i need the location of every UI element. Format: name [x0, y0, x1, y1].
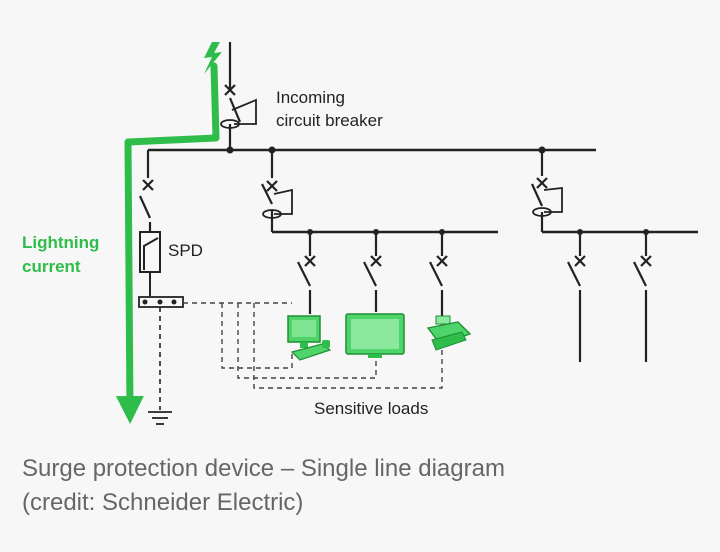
- incoming-breaker-trip-unit: [220, 98, 257, 129]
- incoming-breaker-label-line2: circuit breaker: [276, 111, 383, 130]
- right-feeder: [530, 150, 548, 232]
- middle-feeder: [261, 150, 278, 232]
- single-line-diagram: Incoming circuit breaker Lightning curre…: [22, 42, 698, 425]
- sensitive-loads-label: Sensitive loads: [314, 399, 428, 418]
- ground-icon: [148, 411, 172, 425]
- bonding-conductors: [183, 302, 443, 389]
- incoming-breaker-label-line1: Incoming: [276, 88, 345, 107]
- right-outgoing-2: [633, 232, 652, 362]
- lightning-bolt-icon: [204, 42, 222, 74]
- incoming-feeder: [224, 42, 242, 150]
- caption-line-2: (credit: Schneider Electric): [22, 489, 304, 516]
- caption-line-1: Surge protection device – Single line di…: [22, 455, 505, 482]
- earthing-terminal: [138, 296, 184, 308]
- load-feeder-2: [363, 232, 382, 312]
- spd-branch: [138, 150, 154, 232]
- right-breaker-trip-unit: [532, 186, 563, 217]
- load-feeder-3: [429, 232, 448, 318]
- right-outgoing-1: [567, 232, 586, 362]
- computer-icon: [287, 315, 332, 361]
- middle-breaker-trip-unit: [262, 188, 293, 219]
- load-feeder-1: [297, 232, 316, 314]
- lightning-current-label-line1: Lightning: [22, 233, 99, 252]
- printer-icon: [426, 315, 472, 351]
- lightning-current-label-line2: current: [22, 257, 81, 276]
- busbar-junction: [226, 146, 234, 154]
- spd-label: SPD: [168, 241, 203, 260]
- monitor-icon: [345, 313, 405, 358]
- figure-caption: Surge protection device – Single line di…: [22, 452, 702, 520]
- lightning-current-path: [115, 62, 220, 424]
- spd-device: [139, 231, 161, 296]
